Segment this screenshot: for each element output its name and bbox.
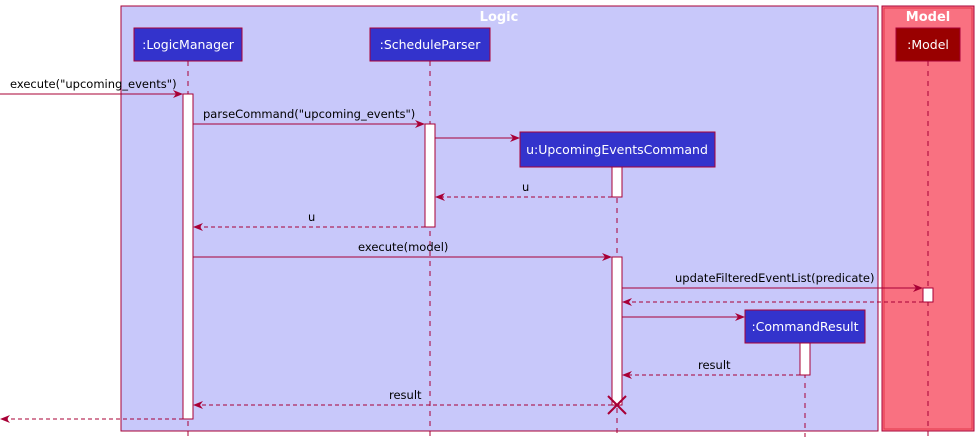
label-result-1: result [698, 358, 731, 372]
participant-command-result-label: :CommandResult [751, 319, 858, 334]
activation-upcoming-events-command-1 [611, 166, 623, 198]
message-labels: execute("upcoming_events") parseCommand(… [10, 77, 874, 402]
model-frame-title: Model [906, 10, 950, 25]
participant-upcoming-events-command-label: u:UpcomingEventsCommand [526, 142, 708, 157]
participant-logic-manager: :LogicManager [133, 27, 243, 62]
label-update-filtered-event-list: updateFilteredEventList(predicate) [675, 271, 874, 285]
participant-logic-manager-label: :LogicManager [142, 37, 235, 52]
activation-schedule-parser [424, 123, 436, 228]
activation-model [922, 287, 934, 303]
label-parse-command: parseCommand("upcoming_events") [203, 107, 415, 121]
participant-model: :Model [895, 27, 961, 62]
participant-schedule-parser-label: :ScheduleParser [380, 37, 482, 52]
participant-upcoming-events-command: u:UpcomingEventsCommand [519, 131, 716, 168]
participant-command-result: :CommandResult [744, 309, 866, 344]
label-return-u-2: u [308, 210, 315, 224]
model-frame: Model [881, 5, 975, 432]
label-execute-model: execute(model) [358, 240, 448, 254]
participant-schedule-parser: :ScheduleParser [369, 27, 491, 62]
destroy-mark [607, 395, 627, 415]
activation-logic-manager [182, 93, 194, 420]
messages [0, 90, 923, 423]
activation-command-result [799, 342, 811, 376]
logic-frame: Logic [120, 5, 879, 432]
participant-model-label: :Model [907, 37, 949, 52]
label-execute-upcoming-events: execute("upcoming_events") [10, 77, 177, 91]
logic-frame-title: Logic [480, 10, 519, 25]
label-return-u-1: u [522, 180, 529, 194]
label-result-2: result [389, 388, 422, 402]
activation-upcoming-events-command-2 [611, 256, 623, 406]
